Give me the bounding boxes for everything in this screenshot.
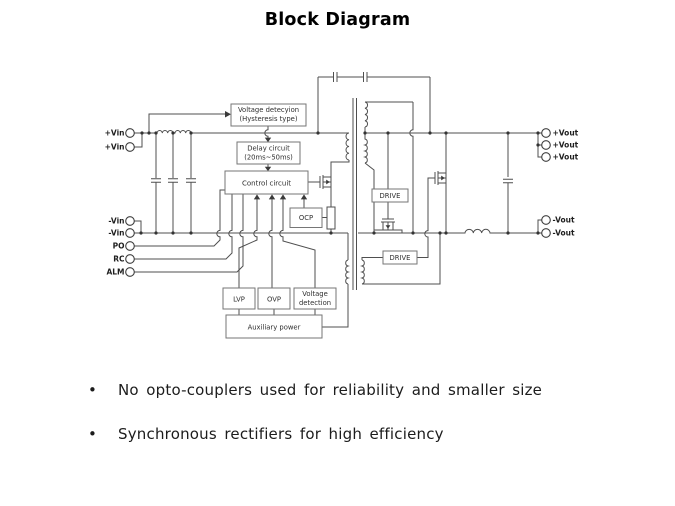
ocp-link <box>303 198 327 218</box>
vin-plus-1-label: +Vin <box>105 129 125 138</box>
clamp-line <box>317 72 431 133</box>
rc-label: RC <box>113 255 125 264</box>
ovp-box <box>257 287 291 310</box>
alm-label: ALM <box>106 268 124 277</box>
drive-top-label: DRIVE <box>380 192 401 200</box>
vdaux-up <box>279 198 316 288</box>
vout-minus-2-label: -Vout <box>553 229 575 238</box>
auxpower-right <box>322 284 349 328</box>
bullet-list: • No opto-couplers used for reliability … <box>88 381 628 469</box>
ocp-label: OCP <box>299 214 313 222</box>
output-cap <box>503 133 513 233</box>
ocp-box <box>289 207 323 228</box>
voltage-detection-hysteresis-label-1: Voltage detecyion <box>238 106 299 114</box>
transformer-core <box>352 98 357 290</box>
protection-downs <box>238 309 316 315</box>
bullet-icon: • <box>88 381 97 399</box>
delay-circuit-label-2: (20ms~50ms) <box>244 154 293 162</box>
vin-plus-2-label: +Vin <box>105 143 125 152</box>
junction-dots <box>139 131 540 235</box>
terminal-rc <box>125 254 135 264</box>
bullet-icon: • <box>88 425 97 443</box>
vin-minus-rail <box>134 220 348 234</box>
vin-minus-2-label: -Vin <box>108 229 124 238</box>
terminal-vin-plus-2 <box>125 142 135 152</box>
po-label: PO <box>113 242 125 251</box>
vout-minus-rail <box>358 228 542 234</box>
drive2-wiring <box>361 177 432 260</box>
secondary-upper-winding <box>363 101 368 164</box>
sync-rectifier-mosfet-2 <box>378 215 398 231</box>
circuit-wires <box>134 72 542 328</box>
sync-rectifier-mosfet-1 <box>431 168 447 188</box>
secondary-lower-down <box>364 162 375 233</box>
terminal-vin-minus-2 <box>125 228 135 238</box>
function-blocks: Voltage detecyion (Hysteresis type) Dela… <box>222 103 418 339</box>
control-circuit-label: Control circuit <box>242 179 291 187</box>
voltage-detection-label-2: detection <box>299 299 331 307</box>
ovp-up <box>268 198 273 288</box>
secondary-upper-return <box>365 101 414 233</box>
auxiliary-power-label: Auxiliary power <box>248 323 301 331</box>
voltage-detection-hysteresis-box <box>230 103 307 127</box>
aux-secondary-return <box>362 233 441 285</box>
voltage-detection-hysteresis-label-2: (Hysteresis type) <box>240 115 298 123</box>
voltage-detection-label-1: Voltage <box>302 290 328 298</box>
filter-cap-2 <box>168 133 178 233</box>
terminal-vout-plus-3 <box>541 152 551 162</box>
vd-to-delay <box>264 126 269 138</box>
drive-bottom-label: DRIVE <box>390 254 411 262</box>
filter-cap-3 <box>186 133 196 233</box>
po-line <box>134 189 225 247</box>
terminal-vout-plus-1 <box>541 128 551 138</box>
vin-minus-1-label: -Vin <box>108 217 124 226</box>
drive-top-box <box>371 188 409 203</box>
vout-plus-3-label: +Vout <box>553 153 579 162</box>
terminal-vin-minus-1 <box>125 216 135 226</box>
current-sense-resistor <box>326 206 336 230</box>
bullet-text-2: Synchronous rectifiers for high efficien… <box>118 425 444 443</box>
terminal-vout-plus-2 <box>541 140 551 150</box>
filter-cap-1 <box>151 133 161 233</box>
page-title: Block Diagram <box>264 10 411 30</box>
main-switch-mosfet <box>316 172 332 192</box>
delay-circuit-label-1: Delay circuit <box>247 145 290 153</box>
terminal-vout-minus-2 <box>541 228 551 238</box>
delay-circuit-box <box>236 141 301 165</box>
terminal-alm <box>125 267 135 277</box>
aux-secondary-winding <box>360 259 365 285</box>
bullet-text-1: No opto-couplers used for reliability an… <box>118 381 543 399</box>
terminal-labels: +Vin +Vin -Vin -Vin PO RC ALM +Vout +Vou… <box>105 129 579 277</box>
vin2-stub <box>134 133 143 148</box>
terminal-circles <box>125 128 551 277</box>
alm-line <box>134 194 244 273</box>
vout-plus-2-label: +Vout <box>553 141 579 150</box>
vout-plus-1-label: +Vout <box>553 129 579 138</box>
aux-primary-winding <box>345 259 350 285</box>
control-circuit-box <box>224 170 309 195</box>
ovp-label: OVP <box>267 295 281 303</box>
terminal-vout-minus-1 <box>541 215 551 225</box>
lvp-up <box>238 198 258 288</box>
list-item: • Synchronous rectifiers for high effici… <box>88 425 628 443</box>
primary-winding <box>345 132 350 161</box>
voltage-detection-box <box>293 287 337 310</box>
mosfet3-leads <box>374 229 403 233</box>
list-item: • No opto-couplers used for reliability … <box>88 381 628 399</box>
lvp-label: LVP <box>233 295 245 303</box>
terminal-vin-plus-1 <box>125 128 135 138</box>
drive-bottom-box <box>382 250 418 265</box>
rc-line <box>134 194 233 260</box>
terminal-po <box>125 241 135 251</box>
vout-minus-stub <box>537 219 542 233</box>
feedback-line <box>148 113 225 133</box>
primary-to-drain <box>330 160 350 173</box>
signal-arrows <box>225 111 308 200</box>
lvp-box <box>222 287 256 310</box>
vout-minus-1-label: -Vout <box>553 216 575 225</box>
auxiliary-power-box <box>225 314 323 339</box>
